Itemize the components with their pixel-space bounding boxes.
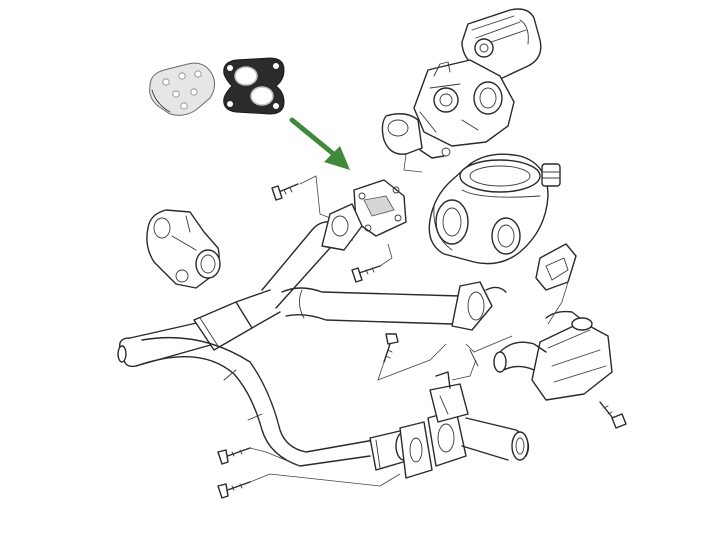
gasket-icon <box>223 57 285 115</box>
cooler-icon <box>428 153 561 265</box>
bolt-top <box>271 183 299 201</box>
leader-lines <box>249 153 569 487</box>
bolt-right <box>599 401 627 429</box>
thermostat-housing-icon <box>146 209 221 289</box>
bolt-lower-1 <box>217 447 251 465</box>
cooler-gasket-icon <box>535 243 577 291</box>
egr-cooler-lower-icon <box>469 310 613 401</box>
bolt-vertical <box>383 333 399 363</box>
blanking-plate-icon <box>149 62 216 116</box>
bolt-lower-2 <box>217 481 251 499</box>
pipe-icon <box>117 203 530 479</box>
egr-valve-icon <box>381 8 542 159</box>
arrow-icon <box>289 117 350 170</box>
bolt-icon <box>217 183 627 499</box>
bolt-middle <box>351 265 381 283</box>
egr-gasket-installed-icon <box>353 179 407 237</box>
